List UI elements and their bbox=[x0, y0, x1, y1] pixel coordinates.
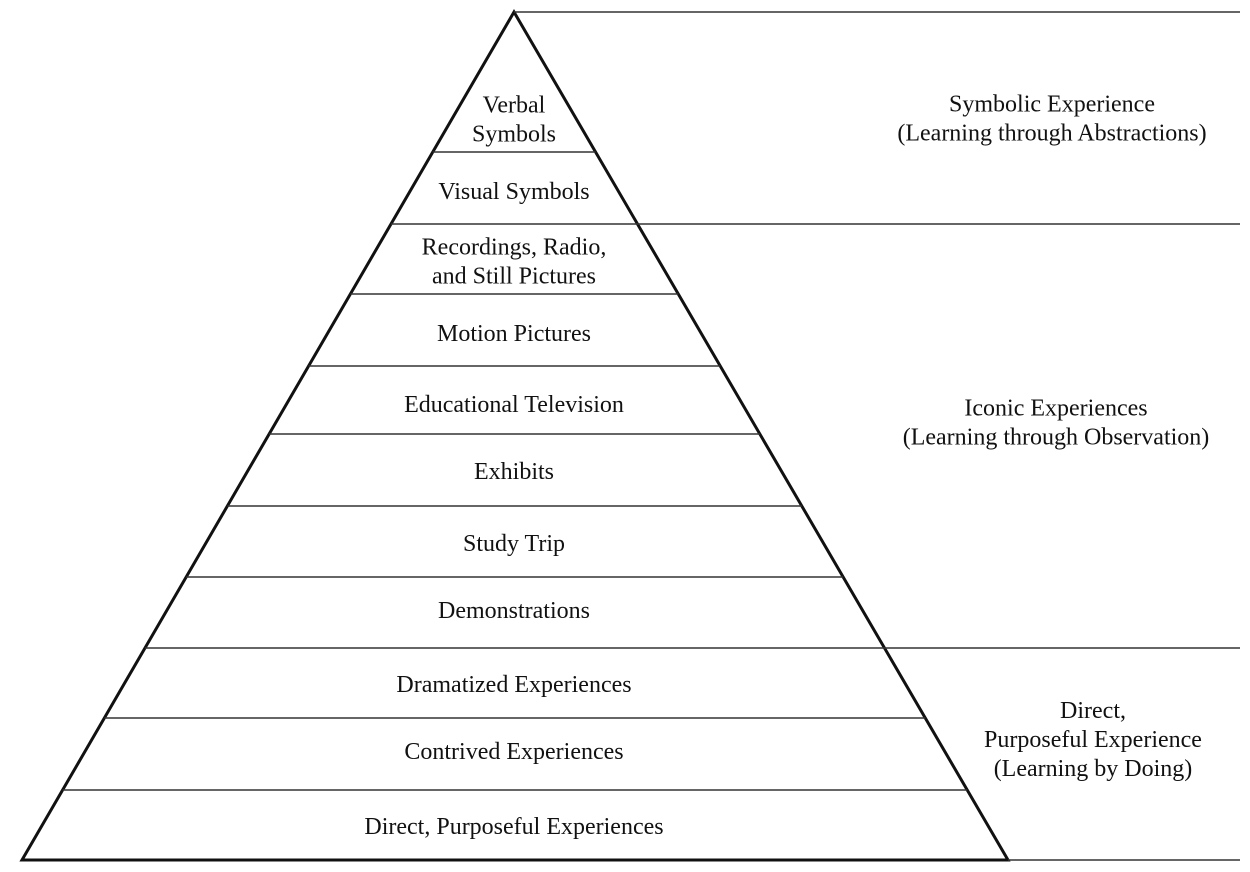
tier-label: Recordings, Radio, bbox=[422, 235, 607, 261]
tier-label: Verbal bbox=[483, 93, 546, 119]
tier-dividers bbox=[62, 151, 968, 791]
category-label: Direct, bbox=[1060, 698, 1126, 724]
tier-label: Educational Television bbox=[404, 392, 624, 418]
category-label: (Learning through Observation) bbox=[903, 425, 1210, 451]
tier-label: Direct, Purposeful Experiences bbox=[364, 814, 663, 840]
tier-label: Visual Symbols bbox=[438, 179, 589, 205]
category-label: (Learning through Abstractions) bbox=[897, 121, 1206, 147]
tier-label: Contrived Experiences bbox=[404, 739, 623, 765]
tier-label: and Still Pictures bbox=[432, 264, 596, 290]
tier-label: Symbols bbox=[472, 122, 556, 148]
category-label: (Learning by Doing) bbox=[994, 756, 1193, 782]
tier-label: Demonstrations bbox=[438, 598, 590, 624]
category-label: Symbolic Experience bbox=[949, 92, 1155, 118]
category-labels: Symbolic Experience (Learning through Abs… bbox=[897, 92, 1209, 783]
category-label: Purposeful Experience bbox=[984, 727, 1202, 753]
tier-label: Dramatized Experiences bbox=[396, 672, 631, 698]
tier-label: Study Trip bbox=[463, 531, 565, 557]
pyramid-outline bbox=[19, 9, 1011, 862]
tier-label: Motion Pictures bbox=[437, 321, 591, 347]
tier-label: Exhibits bbox=[474, 459, 554, 485]
category-label: Iconic Experiences bbox=[964, 396, 1147, 422]
